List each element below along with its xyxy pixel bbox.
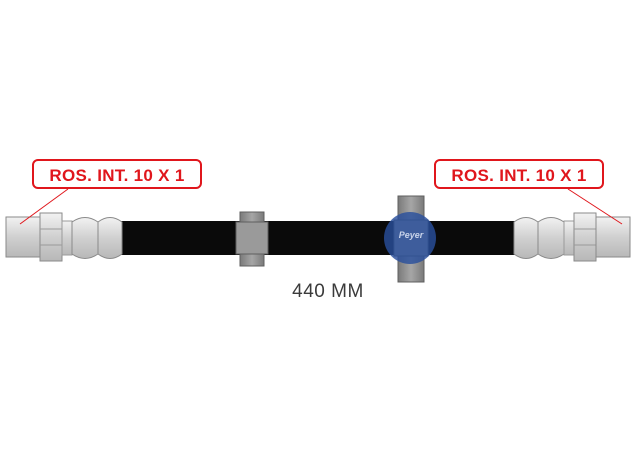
right-leader-line — [567, 188, 623, 225]
left-leader-line — [19, 188, 69, 225]
hose-body — [118, 221, 518, 255]
left-thread-callout: ROS. INT. 10 X 1 — [32, 159, 202, 189]
brand-logo: Peyer — [398, 230, 424, 240]
brand-stamp — [384, 212, 436, 264]
right-thread-callout: ROS. INT. 10 X 1 — [434, 159, 604, 189]
right-fitting — [513, 212, 631, 262]
length-dimension: 440 MM — [292, 281, 364, 302]
left-clip — [235, 211, 269, 267]
left-fitting — [5, 212, 123, 262]
